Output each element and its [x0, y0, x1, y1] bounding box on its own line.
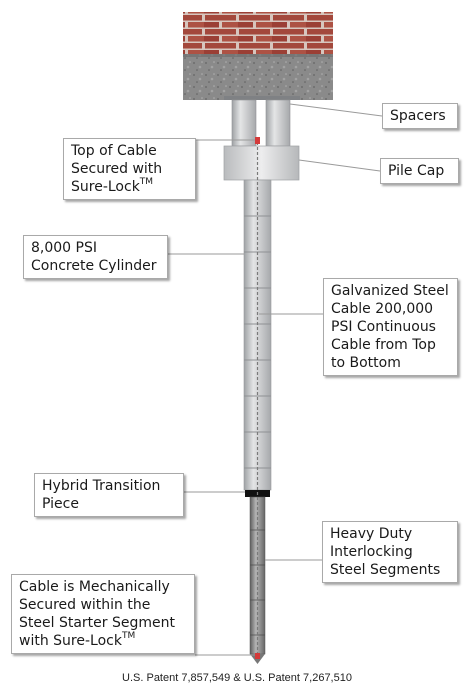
- brick-wall: [183, 12, 333, 54]
- callout-text: Steel Starter Segment: [19, 615, 175, 631]
- callout-text: with Sure-Lock: [19, 633, 122, 649]
- callout-text: PSI Continuous: [331, 319, 436, 335]
- callout-text: Piece: [42, 496, 79, 512]
- patent-footer: U.S. Patent 7,857,549 & U.S. Patent 7,26…: [122, 672, 352, 684]
- callout-text: Sure-Lock: [71, 179, 140, 195]
- pile-cap-block: [223, 145, 300, 181]
- leader-spacers: [289, 103, 383, 117]
- callout-text: Spacers: [390, 108, 446, 124]
- bottom-cable-lock-marker: [255, 653, 260, 659]
- callout-concrete-cylinder: 8,000 PSI Concrete Cylinder: [23, 235, 168, 279]
- callout-steel-cable: Galvanized Steel Cable 200,000 PSI Conti…: [323, 278, 458, 376]
- callout-spacers: Spacers: [382, 103, 458, 129]
- callout-text: to Bottom: [331, 355, 401, 371]
- callout-text: Cable is Mechanically: [19, 579, 170, 595]
- callout-pile-cap: Pile Cap: [380, 158, 459, 184]
- concrete-footing: [183, 54, 333, 100]
- callout-text: Cable 200,000: [331, 301, 434, 317]
- callout-steel-segments: Heavy Duty Interlocking Steel Segments: [322, 521, 458, 583]
- callout-text: 8,000 PSI: [31, 240, 97, 256]
- callout-text: Secured with: [71, 161, 163, 177]
- callout-text: Steel Segments: [330, 562, 441, 578]
- spacer-tube-right: [265, 99, 291, 147]
- trademark-mark: TM: [139, 177, 154, 188]
- top-cable-lock-marker: [255, 137, 260, 144]
- callout-text: Cable from Top: [331, 337, 436, 353]
- spacer-plate: [224, 96, 300, 100]
- leader-pile-cap: [298, 159, 381, 172]
- callout-text: Galvanized Steel: [331, 283, 449, 299]
- callout-text: Top of Cable: [71, 143, 157, 159]
- callout-text: Hybrid Transition: [42, 478, 161, 494]
- steel-segments: [249, 496, 266, 655]
- callout-text: Concrete Cylinder: [31, 258, 157, 274]
- callout-hybrid-transition: Hybrid Transition Piece: [34, 473, 184, 517]
- callout-text: Secured within the: [19, 597, 151, 613]
- callout-cable-secured-bottom: Cable is Mechanically Secured within the…: [11, 574, 195, 654]
- callout-top-of-cable: Top of Cable Secured with Sure-LockTM: [63, 138, 196, 200]
- callout-text: Pile Cap: [388, 163, 445, 179]
- leader-lines: [168, 103, 383, 656]
- trademark-mark: TM: [121, 631, 136, 642]
- callout-text: Heavy Duty: [330, 526, 413, 542]
- callout-text: Interlocking: [330, 544, 413, 560]
- spacer-tube-left: [231, 99, 257, 147]
